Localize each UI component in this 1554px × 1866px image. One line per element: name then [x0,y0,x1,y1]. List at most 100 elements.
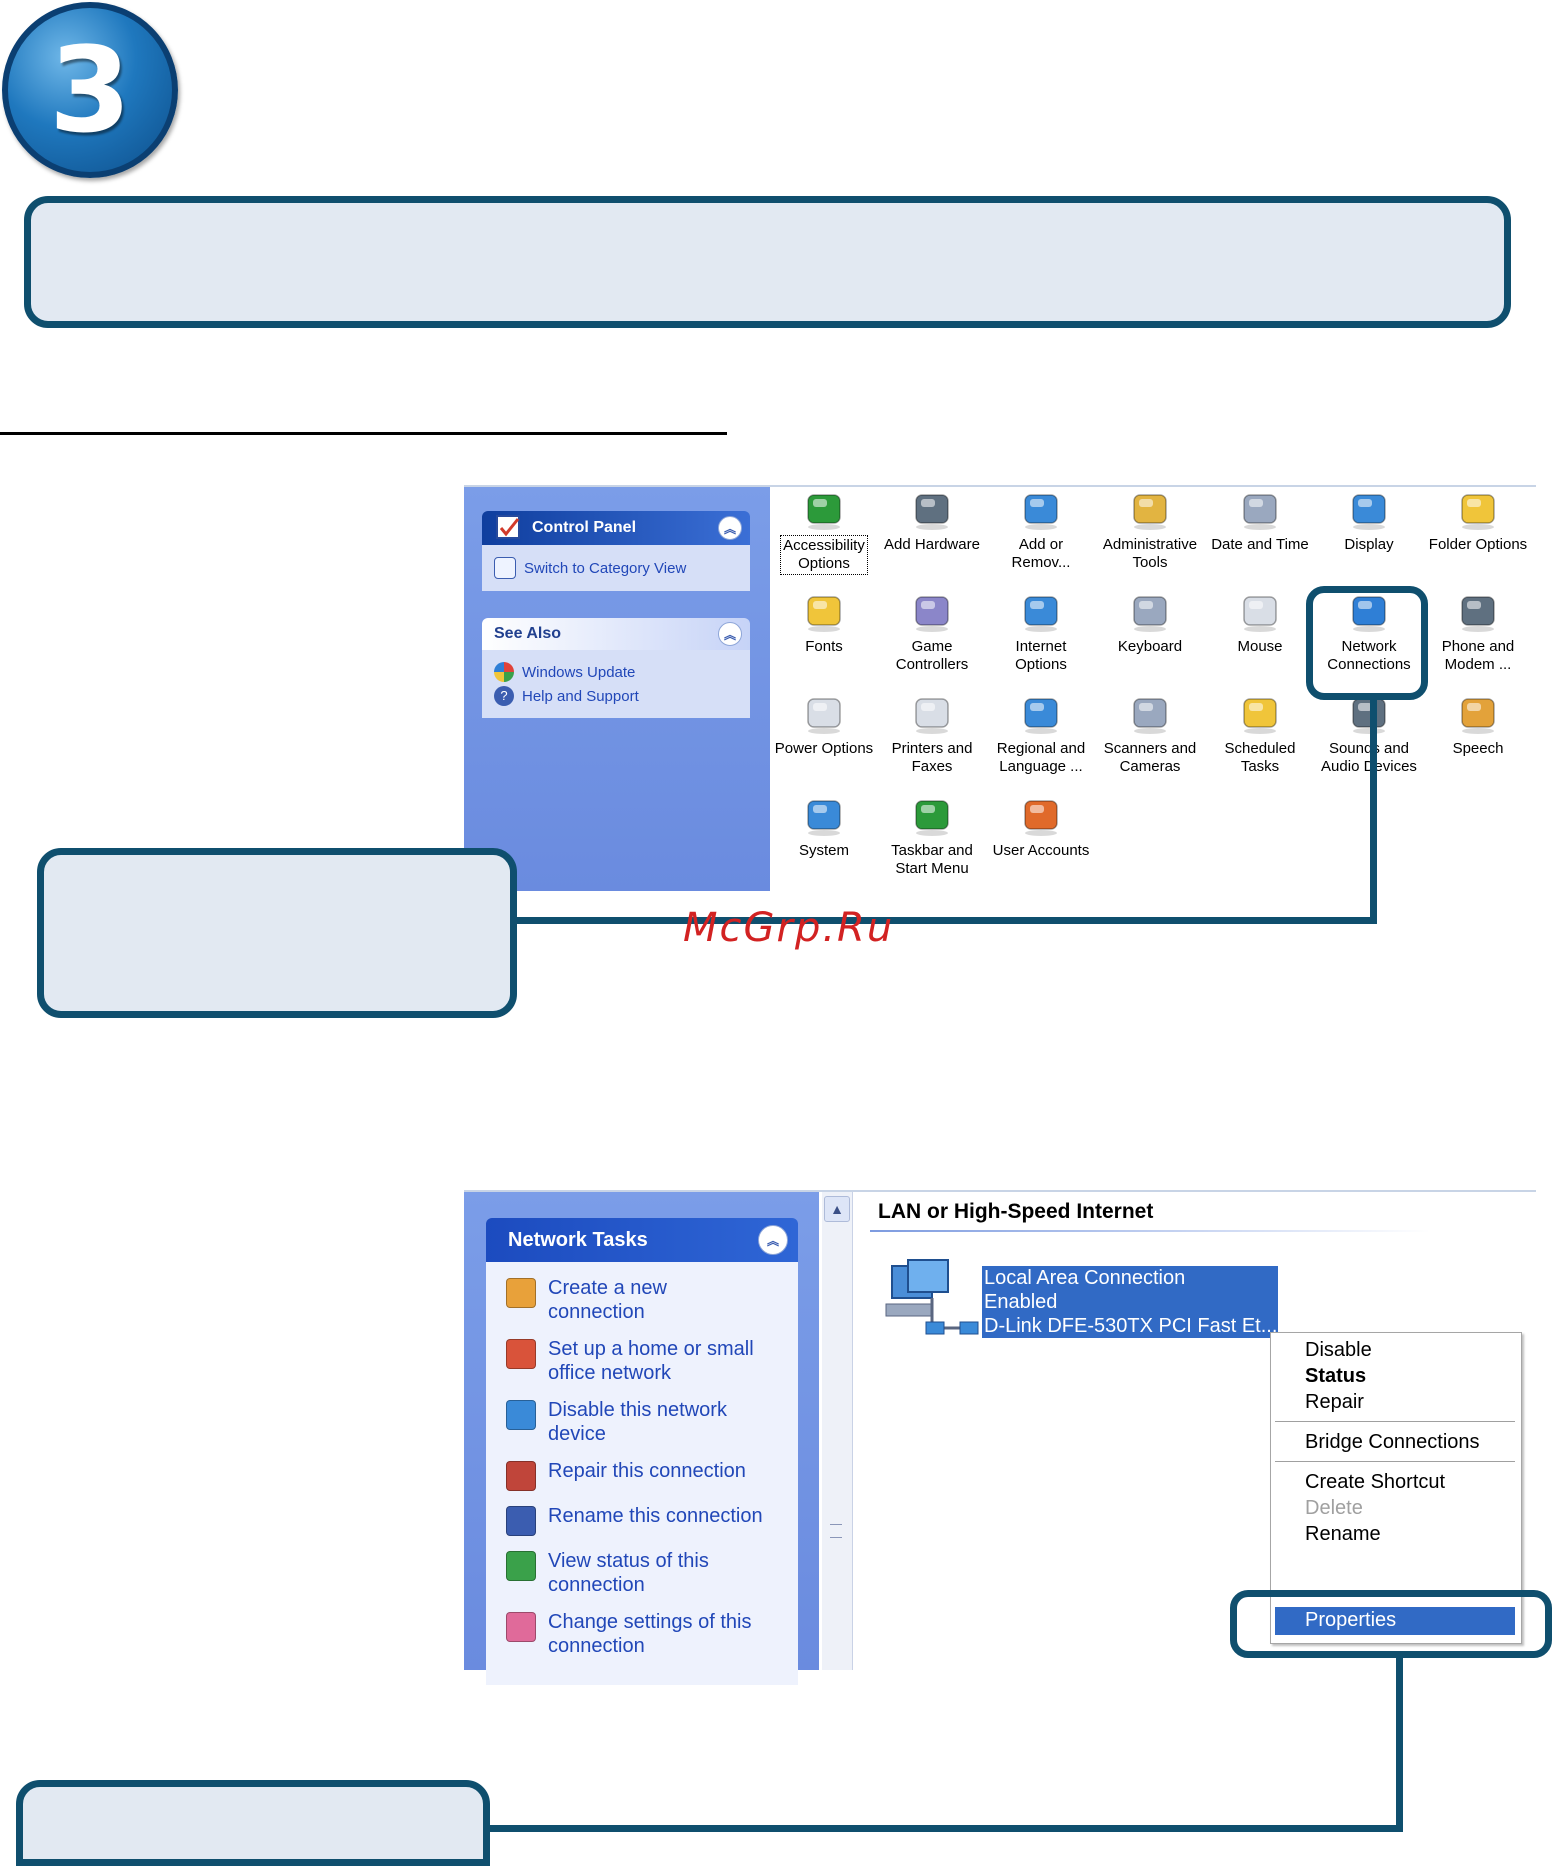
see-also-header[interactable]: See Also ︽ [482,618,750,650]
cp-item-speech[interactable]: Speech [1424,693,1532,759]
administrative-tools-icon [1128,489,1172,531]
network-task-label-line1: Repair this connection [548,1460,746,1482]
cp-item-label-line1: Folder Options [1428,536,1528,553]
menu-item-status[interactable]: Status [1305,1365,1367,1387]
cp-item-label: Folder Options [1427,535,1529,555]
vertical-scrollbar[interactable]: ▲ [822,1192,853,1670]
regional-language-icon [1019,693,1063,735]
menu-item-create-shortcut[interactable]: Create Shortcut [1305,1471,1446,1493]
group-divider [870,1230,1430,1232]
collapse-chevron-icon[interactable]: ︽ [758,1225,788,1255]
cp-item-label: Power Options [773,739,875,759]
local-area-connection[interactable]: Local Area Connection Enabled D-Link DFE… [982,1266,1278,1338]
cp-item-label-line1: Phone and [1441,638,1515,655]
menu-item-repair[interactable]: Repair [1305,1391,1364,1413]
cp-item-date-time[interactable]: Date and Time [1206,489,1314,555]
cp-item-label-line2: Faxes [911,758,953,775]
collapse-chevron-icon[interactable]: ︽ [718,622,742,646]
switch-category-view-label: Switch to Category View [524,559,687,577]
instruction-callout-3 [16,1780,490,1866]
network-task-label-line1: Rename this connection [548,1505,763,1527]
scroll-up-icon[interactable]: ▲ [824,1196,850,1222]
switch-category-view-link[interactable]: Switch to Category View [494,557,738,579]
collapse-chevron-icon[interactable]: ︽ [718,516,742,540]
display-icon [1347,489,1391,531]
disable-device-icon [506,1400,536,1430]
cp-item-label-line2: Remov... [1011,554,1071,571]
cp-item-system[interactable]: System [770,795,878,861]
network-task-label-line1: Disable this network [548,1399,727,1421]
network-task-label-line1: Set up a home or small [548,1338,754,1360]
cp-item-label-line1: Sounds and [1328,740,1410,757]
cp-item-label-line2: Tasks [1240,758,1280,775]
network-connections-icon [1347,591,1391,633]
cp-item-label: User Accounts [991,841,1092,861]
internet-options-icon [1019,591,1063,633]
cp-item-label-line1: Add or [1018,536,1064,553]
cp-item-add-hardware[interactable]: Add Hardware [878,489,986,555]
menu-item-disable[interactable]: Disable [1305,1339,1372,1361]
control-panel-panel: Control Panel ︽ Switch to Category View [482,511,750,591]
power-options-icon [802,693,846,735]
local-area-connection-icon[interactable] [882,1258,982,1344]
cp-item-display[interactable]: Display [1315,489,1423,555]
group-title: LAN or High-Speed Internet [878,1200,1154,1223]
cp-item-user-accounts[interactable]: User Accounts [987,795,1095,861]
connection-status: Enabled [984,1291,1058,1313]
cp-item-label-line2: Language ... [999,758,1083,775]
cp-item-fonts[interactable]: Fonts [770,591,878,657]
cp-item-label-line1: Keyboard [1117,638,1183,655]
control-panel-header[interactable]: Control Panel ︽ [482,511,750,545]
cp-item-label: Mouse [1235,637,1284,657]
printers-faxes-icon [910,693,954,735]
cp-item-label-line1: Scanners and [1103,740,1197,757]
windows-update-link[interactable]: Windows Update [494,662,738,682]
menu-item-rename[interactable]: Rename [1305,1523,1381,1545]
help-support-link[interactable]: ? Help and Support [494,686,738,706]
network-task-rename[interactable]: Rename this connection [506,1504,784,1536]
network-task-repair[interactable]: Repair this connection [506,1459,784,1491]
cp-item-label-line1: Display [1344,536,1394,553]
cp-item-folder-options[interactable]: Folder Options [1424,489,1532,555]
cp-item-mouse[interactable]: Mouse [1206,591,1314,657]
cp-item-power-options[interactable]: Power Options [770,693,878,759]
menu-item-properties[interactable]: Properties [1305,1609,1397,1631]
instruction-callout [24,196,1511,328]
cp-item-label: System [797,841,851,861]
scheduled-tasks-icon [1238,693,1282,735]
cp-item-label-line1: Power Options [774,740,874,757]
speech-icon [1456,693,1500,735]
watermark: McGrp.Ru [683,905,895,951]
cp-item-keyboard[interactable]: Keyboard [1096,591,1204,657]
connection-device: D-Link DFE-530TX PCI Fast Et... [984,1315,1278,1337]
network-tasks-header[interactable]: Network Tasks ︽ [486,1218,798,1262]
cp-item-label-line2: Start Menu [895,860,969,877]
menu-item-bridge[interactable]: Bridge Connections [1305,1431,1480,1453]
cp-item-label-line2: Options [1015,656,1067,673]
scroll-grip-icon[interactable] [830,1524,842,1538]
network-task-label-line2: device [548,1423,606,1445]
